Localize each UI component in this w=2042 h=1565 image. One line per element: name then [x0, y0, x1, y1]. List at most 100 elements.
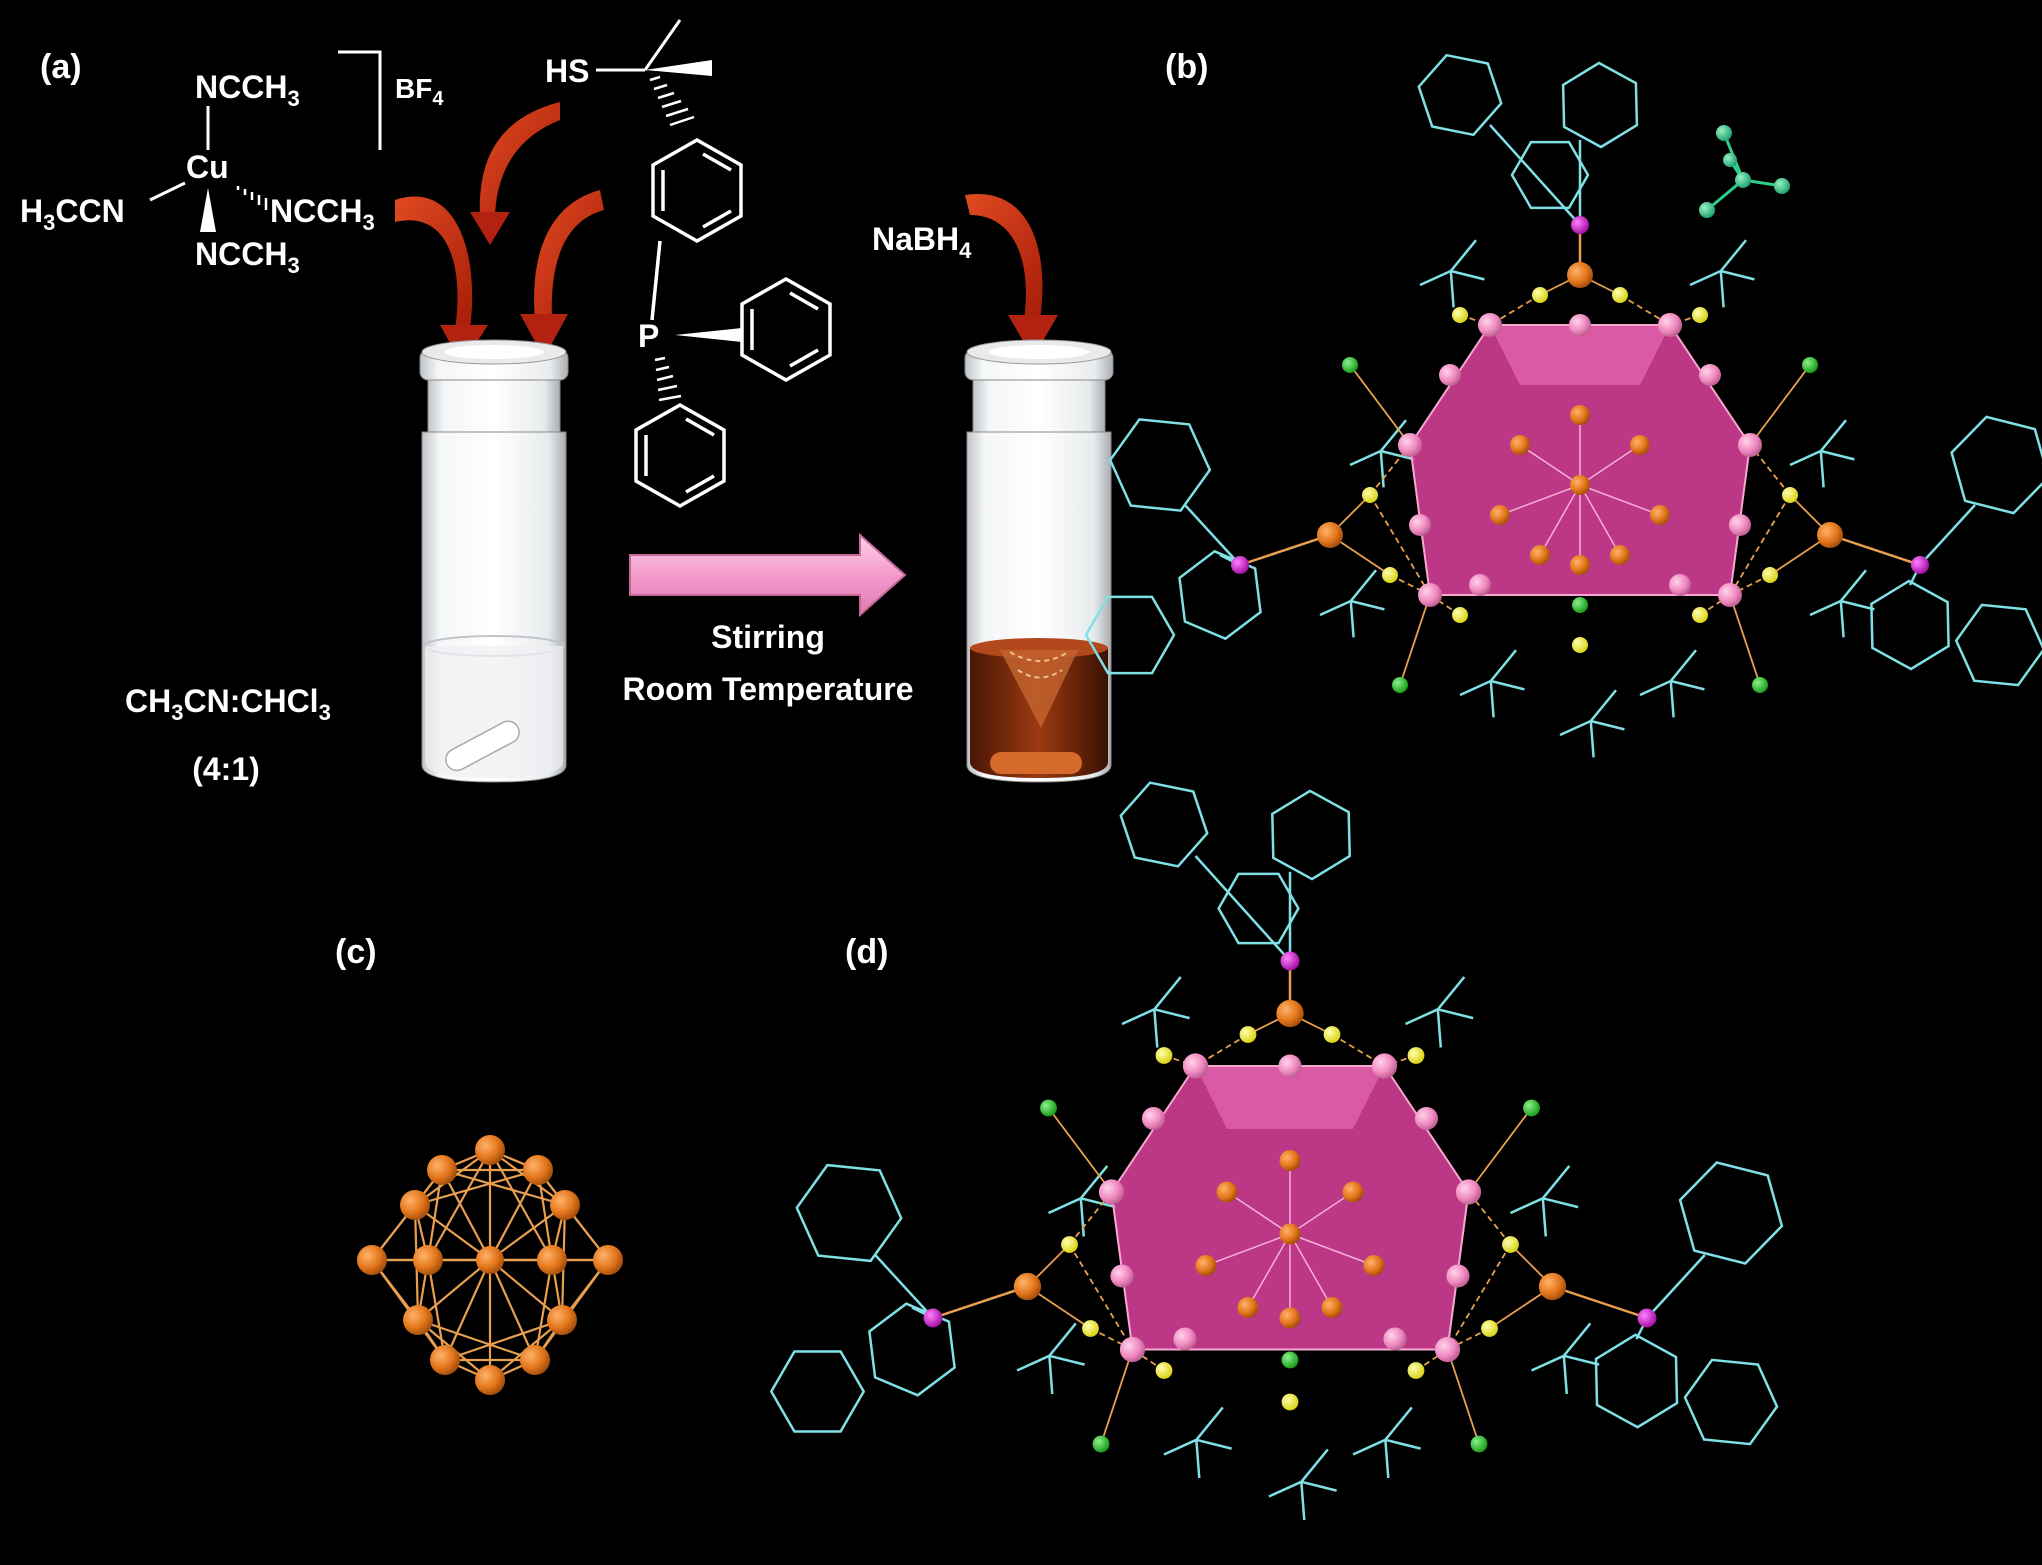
pink-atom	[1398, 433, 1422, 457]
chlorine-atom	[1752, 677, 1768, 693]
chlorine-atom	[1523, 1099, 1540, 1117]
cu-atom	[523, 1155, 553, 1185]
cu-atom	[1013, 1272, 1042, 1301]
cu-atom	[1216, 1181, 1238, 1203]
sulfur-atom	[1692, 307, 1708, 323]
phenyl-ring	[1561, 61, 1639, 149]
chlorine-atom	[1470, 1435, 1488, 1453]
cu-atom	[1570, 475, 1590, 495]
pink-atom	[1478, 313, 1502, 337]
chlorine-atom	[1092, 1435, 1110, 1453]
cu-atom	[550, 1190, 580, 1220]
phosphorus-atom	[1911, 556, 1929, 574]
phenyl-ring	[1870, 579, 1950, 671]
red-arrow-1	[395, 196, 488, 365]
cluster-structure-b	[1084, 53, 2042, 758]
cu-atom	[1610, 545, 1630, 565]
condition-line1: Stirring	[711, 619, 825, 655]
pink-atom	[1110, 1264, 1134, 1288]
sulfur-atom	[1407, 1047, 1425, 1064]
cu-atom	[1530, 545, 1550, 565]
red-arrow-nabh4	[965, 193, 1058, 358]
cu-atom	[1630, 435, 1650, 455]
cu-core-cluster	[357, 1135, 623, 1395]
cu-atom	[1570, 405, 1590, 425]
vial-starting	[419, 339, 569, 783]
cu-atom	[1237, 1297, 1259, 1318]
phosphorus-atom	[1231, 556, 1249, 574]
cu-atom	[475, 1135, 505, 1165]
phenyl-ring	[1950, 415, 2042, 515]
phenyl-ring	[769, 1350, 866, 1433]
cu-atom	[1538, 1272, 1567, 1301]
sulfur-atom	[1572, 637, 1588, 653]
sulfur-atom	[1061, 1236, 1078, 1253]
sulfur-atom	[1155, 1047, 1173, 1064]
pink-atom	[1439, 364, 1461, 386]
pink-atom	[1699, 364, 1721, 386]
ligand-top: NCCH3	[195, 69, 300, 111]
cu-atom	[593, 1245, 623, 1275]
pink-atom	[1414, 1106, 1439, 1131]
cu-atom	[537, 1245, 567, 1275]
chlorine-atom	[1342, 357, 1358, 373]
phenyl-ring	[1178, 549, 1262, 641]
pink-atom	[1738, 433, 1762, 457]
solvent-label: CH3CN:CHCl3	[125, 683, 331, 725]
sulfur-atom	[1502, 1236, 1519, 1253]
pink-atom	[1418, 583, 1442, 607]
phenyl-ring	[1084, 595, 1176, 675]
phenyl-ring	[1683, 1358, 1779, 1446]
cu-atom	[1276, 999, 1304, 1028]
cu-atom	[520, 1345, 550, 1375]
cu-atom	[1567, 262, 1593, 288]
phosphorus-atom	[1571, 216, 1589, 234]
sulfur-atom	[1323, 1026, 1341, 1043]
sulfur-atom	[1239, 1026, 1257, 1043]
red-arrow-3	[520, 190, 604, 358]
phenyl-ring	[1108, 418, 1212, 512]
cu-atom	[357, 1245, 387, 1275]
cu-atom	[1490, 505, 1510, 525]
pink-atom	[1141, 1106, 1166, 1131]
cu-atom	[547, 1305, 577, 1335]
pink-atom	[1182, 1053, 1209, 1079]
phenyl-ring	[1417, 53, 1503, 137]
cu-atom	[1321, 1297, 1343, 1318]
pink-atom	[1658, 313, 1682, 337]
chlorine-atom	[1392, 677, 1408, 693]
cu-atom	[430, 1345, 460, 1375]
pink-atom	[1383, 1327, 1407, 1351]
thiol-structure: HS	[545, 19, 712, 127]
pink-atom	[1173, 1327, 1197, 1351]
ligand-right: NCCH3	[270, 193, 375, 235]
pink-atom	[1669, 574, 1691, 596]
solvent-ratio: (4:1)	[192, 751, 260, 787]
vial-product	[964, 339, 1114, 783]
panel-label-d: (d)	[845, 933, 888, 971]
cu-atom	[475, 1365, 505, 1395]
ligand-bottom: NCCH3	[195, 236, 300, 278]
condition-line2: Room Temperature	[622, 671, 913, 707]
sulfur-atom	[1532, 287, 1548, 303]
panel-label-b: (b)	[1165, 48, 1208, 86]
phenyl-ring	[1678, 1161, 1784, 1265]
cu-atom	[1342, 1181, 1364, 1203]
sulfur-atom	[1155, 1362, 1173, 1379]
sulfur-atom	[1452, 607, 1468, 623]
sulfur-atom	[1362, 487, 1378, 503]
cu-atom	[403, 1305, 433, 1335]
chlorine-atom	[1281, 1351, 1299, 1369]
red-arrow-2	[470, 102, 560, 245]
thiol-label: HS	[545, 53, 589, 89]
cu-complex-structure: NCCH3 Cu H3CCN NCCH3 NCCH3 BF4	[20, 50, 444, 278]
panel-label-c: (c)	[335, 933, 377, 971]
phenyl-ring	[1271, 789, 1351, 881]
pink-atom	[1569, 314, 1591, 336]
phenyl-ring	[1119, 781, 1209, 868]
phosphine-label: P	[638, 318, 659, 354]
cu-atom	[1510, 435, 1530, 455]
cu-atom	[427, 1155, 457, 1185]
phosphorus-atom	[1637, 1308, 1657, 1328]
cluster-structure-d	[769, 781, 1784, 1521]
